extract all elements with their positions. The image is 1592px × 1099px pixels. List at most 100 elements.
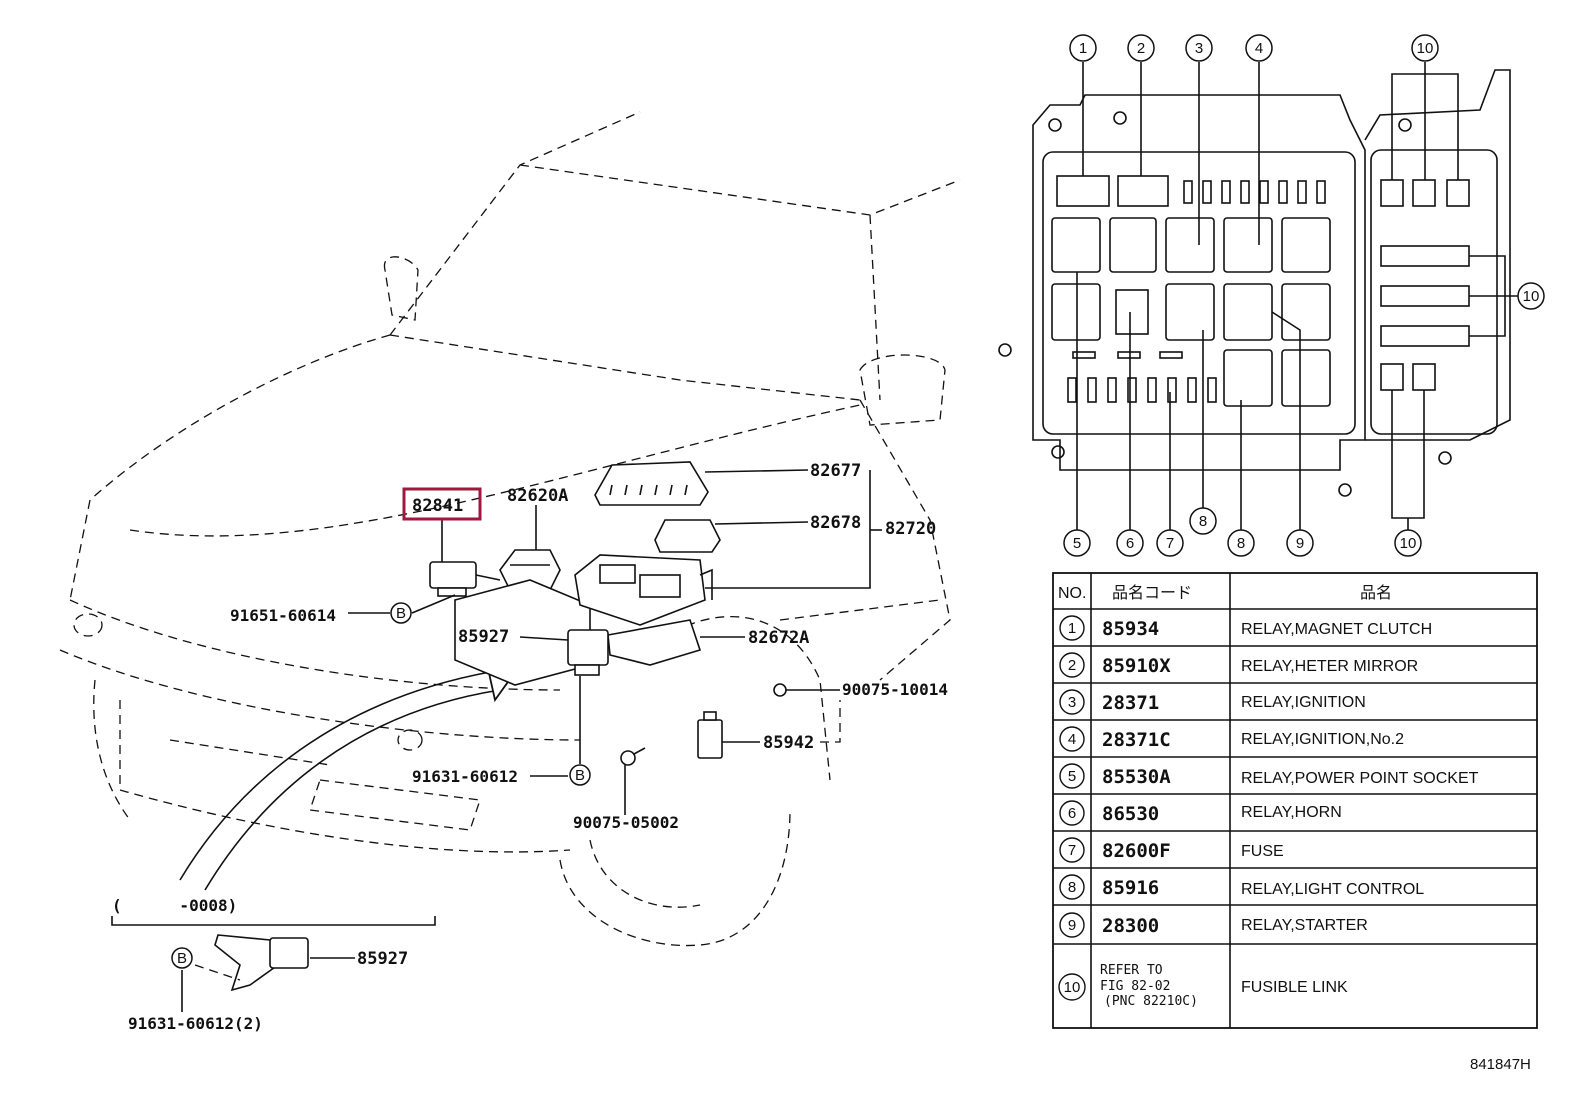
part-label-85927-inset[interactable]: 85927 xyxy=(357,949,408,969)
row-name: FUSE xyxy=(1241,843,1284,860)
svg-text:B: B xyxy=(177,950,187,967)
row-code[interactable]: 85530A xyxy=(1102,766,1171,788)
highlight-box-82841 xyxy=(402,487,482,521)
part-label-85927[interactable]: 85927 xyxy=(458,627,509,647)
svg-text:10: 10 xyxy=(1523,288,1540,305)
row-name: RELAY,HORN xyxy=(1241,804,1342,821)
row-name: RELAY,LIGHT CONTROL xyxy=(1241,881,1424,898)
svg-text:1: 1 xyxy=(1068,620,1076,637)
callout-2: 2 xyxy=(1127,34,1155,62)
svg-text:5: 5 xyxy=(1068,768,1076,785)
row-name: RELAY,STARTER xyxy=(1241,917,1368,934)
svg-text:3: 3 xyxy=(1195,40,1203,57)
part-label-91651-60614[interactable]: 91651-60614 xyxy=(230,606,336,625)
table-row: 6 86530 RELAY,HORN xyxy=(1059,800,1342,826)
lower-box-82672A-shape xyxy=(607,619,702,666)
relay-82841-shape xyxy=(429,561,501,597)
row-code[interactable]: 85916 xyxy=(1102,877,1159,899)
table-row: 1 85934 RELAY,MAGNET CLUTCH xyxy=(1059,615,1432,641)
callout-6: 6 xyxy=(1116,529,1144,557)
callout-8: 8 xyxy=(1227,529,1255,557)
row-code[interactable]: 28300 xyxy=(1102,915,1159,937)
part-label-90075-10014[interactable]: 90075-10014 xyxy=(842,680,948,699)
table-row: 5 85530A RELAY,POWER POINT SOCKET xyxy=(1059,763,1479,789)
svg-text:9: 9 xyxy=(1068,917,1076,934)
part-labels: 82841 82620A 82677 82678 82720 85927 826… xyxy=(112,461,948,1033)
svg-text:2: 2 xyxy=(1068,657,1076,674)
part-label-91631-60612-2[interactable]: 91631-60612(2) xyxy=(128,1014,263,1033)
row-code[interactable]: 28371 xyxy=(1102,692,1159,714)
part-label-91631-60612[interactable]: 91631-60612 xyxy=(412,767,518,786)
callout-1: 1 xyxy=(1069,34,1097,62)
table-header-code: 品名コード xyxy=(1112,584,1192,602)
part-label-82678[interactable]: 82678 xyxy=(810,513,861,533)
vehicle-outline xyxy=(59,111,961,947)
table-row: 9 28300 RELAY,STARTER xyxy=(1059,912,1368,938)
part-label-90075-05002[interactable]: 90075-05002 xyxy=(573,813,679,832)
table-header-name: 品名 xyxy=(1360,584,1392,602)
bolt-90075-05002-shape xyxy=(620,747,646,766)
row-name: RELAY,IGNITION,No.2 xyxy=(1241,731,1404,748)
callout-10-bottom: 10 xyxy=(1394,529,1422,557)
part-label-82677[interactable]: 82677 xyxy=(810,461,861,481)
row-code[interactable]: 85934 xyxy=(1102,618,1159,640)
engine-bay-parts xyxy=(429,461,787,766)
table-row: 4 28371C RELAY,IGNITION,No.2 xyxy=(1059,726,1404,752)
figure-code: 841847H xyxy=(1470,1056,1531,1073)
callout-8-upper: 8 xyxy=(1189,507,1217,535)
svg-text:3: 3 xyxy=(1068,694,1076,711)
svg-text:7: 7 xyxy=(1166,535,1174,552)
bracket-82620A-shape xyxy=(499,549,561,591)
callout-3: 3 xyxy=(1185,34,1213,62)
part-label-85942[interactable]: 85942 xyxy=(763,733,814,753)
svg-text:10: 10 xyxy=(1400,535,1417,552)
svg-text:8: 8 xyxy=(1068,879,1076,896)
part-label-82620A[interactable]: 82620A xyxy=(507,486,568,506)
row-code[interactable]: 86530 xyxy=(1102,803,1159,825)
relay-85927-shape xyxy=(567,629,609,676)
row-name: FUSIBLE LINK xyxy=(1241,979,1348,996)
callout-9: 9 xyxy=(1286,529,1314,557)
row-code[interactable]: 28371C xyxy=(1102,729,1171,751)
bolt-marker-b-2: B xyxy=(569,764,591,786)
svg-text:9: 9 xyxy=(1296,535,1304,552)
table-row: 3 28371 RELAY,IGNITION xyxy=(1059,689,1366,715)
row-name: RELAY,HETER MIRROR xyxy=(1241,658,1418,675)
callout-10-top: 10 xyxy=(1411,34,1439,62)
svg-text:1: 1 xyxy=(1079,40,1087,57)
svg-text:10: 10 xyxy=(1417,40,1434,57)
bolt-marker-b-3: B xyxy=(171,947,193,969)
table-row: 10 REFER TO FIG 82-02 (PNC 82210C) FUSIB… xyxy=(1058,963,1348,1009)
row-code[interactable]: 85910X xyxy=(1102,655,1171,677)
svg-text:B: B xyxy=(575,767,585,784)
row-ref-line1: REFER TO xyxy=(1100,963,1163,978)
relay-block-shape xyxy=(574,554,713,626)
row-ref-line2: FIG 82-02 xyxy=(1100,979,1170,994)
callout-10-right: 10 xyxy=(1517,282,1545,310)
svg-text:10: 10 xyxy=(1064,979,1081,996)
svg-text:4: 4 xyxy=(1255,40,1263,57)
bolt-marker-b-1: B xyxy=(390,602,412,624)
inset-bracket-shape xyxy=(194,934,309,992)
inset-range-label: ( -0008) xyxy=(112,896,237,915)
table-row: 8 85916 RELAY,LIGHT CONTROL xyxy=(1059,874,1424,900)
part-label-82672A[interactable]: 82672A xyxy=(748,628,809,648)
nut-90075-10014-shape xyxy=(773,683,787,697)
cover-82677-shape xyxy=(594,461,709,506)
cover-82678-shape xyxy=(654,519,721,553)
svg-text:6: 6 xyxy=(1126,535,1134,552)
row-name: RELAY,MAGNET CLUTCH xyxy=(1241,621,1432,638)
relay-85942-shape xyxy=(697,711,723,759)
table-row: 7 82600F FUSE xyxy=(1059,837,1284,863)
svg-text:6: 6 xyxy=(1068,805,1076,822)
svg-text:2: 2 xyxy=(1137,40,1145,57)
table-header-no: NO. xyxy=(1058,585,1086,602)
svg-text:8: 8 xyxy=(1199,513,1207,530)
callout-5: 5 xyxy=(1063,529,1091,557)
row-code[interactable]: 82600F xyxy=(1102,840,1171,862)
svg-text:4: 4 xyxy=(1068,731,1076,748)
part-label-82720[interactable]: 82720 xyxy=(885,519,936,539)
part-label-82841[interactable]: 82841 xyxy=(412,496,463,516)
